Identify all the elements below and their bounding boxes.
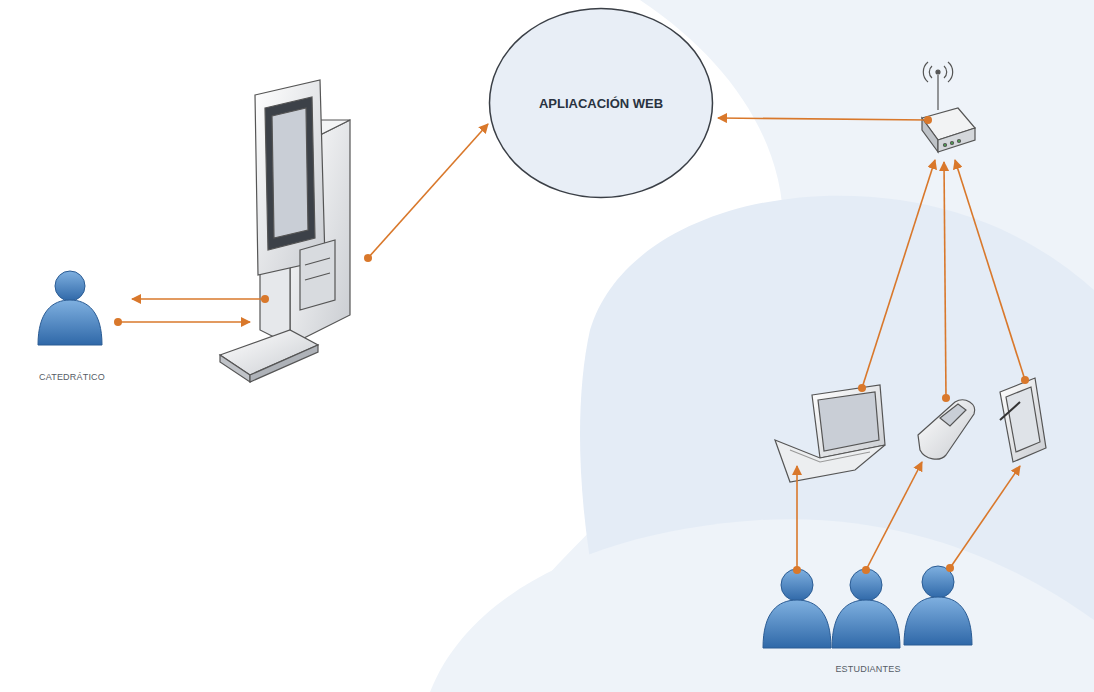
laptop bbox=[775, 385, 885, 482]
tablet bbox=[1000, 378, 1046, 462]
ellipse-node: APLIACACIÓN WEB bbox=[488, 7, 714, 199]
role-label: ESTUDIANTES bbox=[835, 664, 900, 674]
mobile-phone bbox=[918, 400, 975, 459]
person-icon bbox=[763, 566, 972, 648]
role-label: CATEDRÁTICO bbox=[39, 372, 105, 382]
desktop-computer bbox=[220, 80, 350, 382]
person-icon bbox=[38, 271, 102, 345]
wireless-router bbox=[922, 62, 975, 152]
node-label: APLIACACIÓN WEB bbox=[539, 96, 663, 111]
background-shapes bbox=[430, 0, 1094, 692]
